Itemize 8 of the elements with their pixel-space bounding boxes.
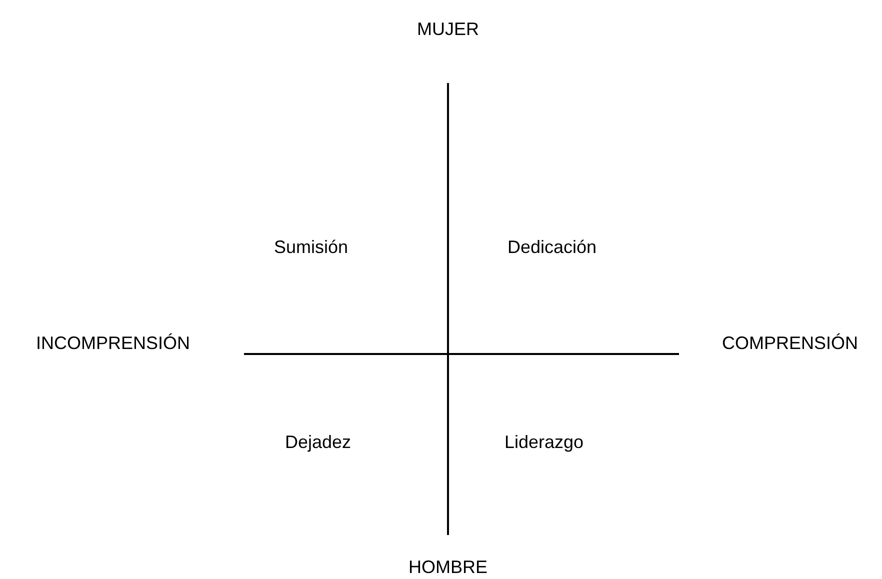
axis-label: MUJER — [417, 19, 479, 41]
axis-label: HOMBRE — [408, 557, 488, 579]
quadrant-label: Liderazgo — [504, 432, 584, 454]
quadrant-label: Sumisión — [274, 237, 348, 259]
quadrant-label: Dejadez — [284, 432, 352, 454]
quadrant-label: Dedicación — [507, 237, 597, 259]
axis-label: COMPRENSIÓN — [722, 333, 858, 355]
axis-label: INCOMPRENSIÓN — [36, 333, 190, 355]
